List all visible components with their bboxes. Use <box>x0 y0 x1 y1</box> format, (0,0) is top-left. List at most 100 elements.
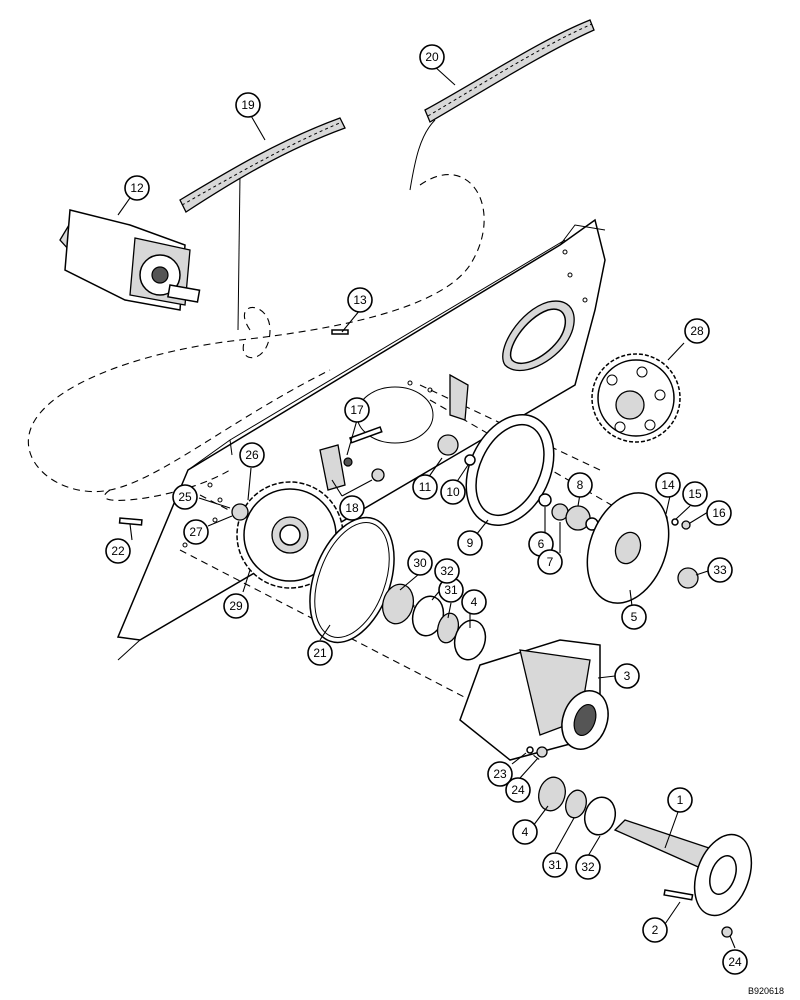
callout-7: 7 <box>537 549 563 575</box>
nut-24-upper <box>536 746 548 758</box>
callout-24-upper: 24 <box>505 777 531 803</box>
callout-28: 28 <box>684 318 710 344</box>
svg-text:17: 17 <box>350 403 364 417</box>
bearing-stack-lower <box>538 776 617 836</box>
sprocket-28 <box>591 353 681 443</box>
washer-23 <box>526 746 534 754</box>
callout-26: 26 <box>239 442 265 468</box>
axle-housing-3 <box>459 639 609 761</box>
nut-16 <box>681 520 691 530</box>
svg-text:32: 32 <box>440 564 454 578</box>
svg-text:8: 8 <box>577 478 584 492</box>
bolt-2 <box>663 889 694 901</box>
plug-33 <box>677 567 699 589</box>
svg-text:24: 24 <box>511 783 525 797</box>
callout-33: 33 <box>707 557 733 583</box>
svg-text:24: 24 <box>728 955 742 969</box>
callout-10: 10 <box>440 479 466 505</box>
axle-1 <box>613 819 753 938</box>
callout-25: 25 <box>172 484 198 510</box>
svg-text:22: 22 <box>111 544 125 558</box>
callout-31-lower: 31 <box>542 852 568 878</box>
drive-motor <box>59 209 201 311</box>
svg-text:20: 20 <box>425 50 439 64</box>
callout-24-lower: 24 <box>722 949 748 975</box>
sprocket-29 <box>236 481 344 589</box>
svg-text:9: 9 <box>467 536 474 550</box>
callout-31-upper: 31 <box>438 577 464 603</box>
chain-20 <box>424 19 595 123</box>
callout-9: 9 <box>457 530 483 556</box>
svg-text:3: 3 <box>624 669 631 683</box>
svg-text:11: 11 <box>419 480 432 494</box>
callout-20: 20 <box>419 44 445 70</box>
svg-text:30: 30 <box>413 556 427 570</box>
svg-text:1: 1 <box>677 793 684 807</box>
callout-14: 14 <box>655 472 681 498</box>
svg-text:2: 2 <box>652 923 659 937</box>
callout-16: 16 <box>706 500 732 526</box>
callout-2: 2 <box>642 917 668 943</box>
svg-text:23: 23 <box>493 767 507 781</box>
bolt-22 <box>118 517 143 526</box>
callout-29: 29 <box>223 593 249 619</box>
svg-text:27: 27 <box>189 525 203 539</box>
callout-3: 3 <box>614 663 640 689</box>
bolt-13 <box>331 329 349 335</box>
leader-lines <box>117 65 736 949</box>
callout-32-upper: 32 <box>434 558 460 584</box>
svg-text:7: 7 <box>547 555 554 569</box>
callout-22: 22 <box>105 538 131 564</box>
callout-5: 5 <box>621 604 647 630</box>
idler-sprocket-11 <box>437 434 459 456</box>
svg-text:10: 10 <box>446 485 460 499</box>
svg-text:15: 15 <box>688 487 702 501</box>
svg-text:28: 28 <box>690 324 704 338</box>
svg-text:19: 19 <box>241 98 255 112</box>
svg-text:21: 21 <box>313 646 327 660</box>
o-ring-21 <box>309 516 395 644</box>
washer-6 <box>538 493 552 507</box>
callout-4-upper: 4 <box>461 589 487 615</box>
svg-text:6: 6 <box>538 537 545 551</box>
svg-text:4: 4 <box>471 595 478 609</box>
svg-text:18: 18 <box>345 501 359 515</box>
callout-15: 15 <box>682 481 708 507</box>
callout-23: 23 <box>487 761 513 787</box>
bracket-frame <box>449 373 469 421</box>
callout-18: 18 <box>339 495 365 521</box>
svg-text:33: 33 <box>713 563 727 577</box>
chain-19 <box>179 117 346 213</box>
cover-plate-5 <box>586 492 670 604</box>
nut-frame <box>371 468 385 482</box>
washer-15 <box>671 518 679 526</box>
callout-12: 12 <box>124 175 150 201</box>
svg-text:32: 32 <box>581 860 595 874</box>
svg-text:12: 12 <box>130 181 144 195</box>
figure-id: B920618 <box>747 986 784 996</box>
callout-11: 11 <box>412 474 438 500</box>
svg-text:31: 31 <box>444 583 458 597</box>
callouts: 1 2 3 4 4 5 6 7 8 9 10 11 12 13 14 15 16… <box>105 44 748 975</box>
bracket-18 <box>319 444 346 491</box>
svg-text:31: 31 <box>548 858 562 872</box>
nut-18 <box>343 457 353 467</box>
callout-21: 21 <box>307 640 333 666</box>
callout-13: 13 <box>347 287 373 313</box>
nut-24-lower <box>721 926 733 938</box>
washer-10 <box>464 454 476 466</box>
callout-30: 30 <box>407 550 433 576</box>
callout-27: 27 <box>183 519 209 545</box>
cover-gasket-9 <box>465 414 555 526</box>
callout-32-lower: 32 <box>575 854 601 880</box>
bearing-27 <box>231 503 249 521</box>
svg-text:26: 26 <box>245 448 259 462</box>
svg-text:25: 25 <box>178 490 192 504</box>
svg-text:14: 14 <box>661 478 675 492</box>
svg-text:13: 13 <box>353 293 367 307</box>
callout-17: 17 <box>344 397 370 423</box>
callout-8: 8 <box>567 472 593 498</box>
svg-text:29: 29 <box>229 599 243 613</box>
svg-text:5: 5 <box>631 610 638 624</box>
